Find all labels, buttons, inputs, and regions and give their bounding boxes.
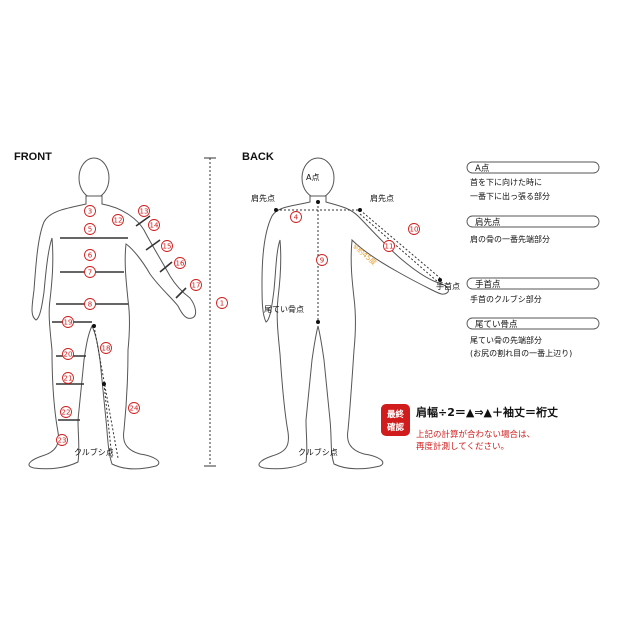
svg-text:22: 22 bbox=[62, 409, 71, 417]
svg-text:9: 9 bbox=[320, 257, 324, 265]
marker-6: 6 bbox=[84, 249, 96, 261]
svg-text:16: 16 bbox=[176, 260, 185, 268]
marker-19: 19 bbox=[62, 316, 74, 328]
formula-note-2: 再度計測してください。 bbox=[416, 441, 509, 452]
front-band-elbow bbox=[145, 239, 161, 251]
legend-a-point-box bbox=[466, 161, 600, 174]
marker-15: 15 bbox=[161, 240, 173, 252]
legend: A点 首を下に向けた時に 一番下に出っ張る部分 肩先点 肩の骨の一番先端部分 手… bbox=[466, 161, 600, 358]
svg-text:11: 11 bbox=[385, 243, 394, 251]
back-wrist-dot bbox=[438, 278, 442, 282]
marker-11: 11 bbox=[383, 240, 395, 252]
back-tailbone-dot bbox=[316, 320, 320, 324]
marker-12: 12 bbox=[112, 214, 124, 226]
marker-23: 23 bbox=[56, 434, 68, 446]
marker-22: 22 bbox=[60, 406, 72, 418]
marker-21: 21 bbox=[62, 372, 74, 384]
final-check-badge bbox=[381, 404, 410, 436]
front-body-outline bbox=[28, 195, 197, 470]
front-ankle-label: クルブシ点 bbox=[74, 447, 114, 457]
back-shoulder-left-dot bbox=[274, 208, 278, 212]
legend-tailbone-box bbox=[466, 317, 600, 330]
legend-wrist-box bbox=[466, 277, 600, 290]
marker-17: 17 bbox=[190, 279, 202, 291]
front-number-markers: 1 3 5 6 7 8 12 13 14 15 16 17 18 19 20 2… bbox=[56, 205, 228, 446]
back-shoulder-right-dot bbox=[358, 208, 362, 212]
svg-text:19: 19 bbox=[64, 319, 73, 327]
marker-13: 13 bbox=[138, 205, 150, 217]
tailbone-label: 尾てい骨点 bbox=[264, 305, 304, 314]
front-crotch-point bbox=[92, 324, 96, 328]
front-knee-point bbox=[102, 382, 106, 386]
front-band-wrist bbox=[175, 287, 187, 299]
marker-14: 14 bbox=[148, 219, 160, 231]
svg-text:17: 17 bbox=[192, 282, 201, 290]
svg-text:24: 24 bbox=[130, 405, 139, 413]
svg-text:18: 18 bbox=[102, 345, 111, 353]
svg-text:4: 4 bbox=[294, 214, 299, 222]
marker-5: 5 bbox=[84, 223, 96, 235]
marker-7: 7 bbox=[84, 266, 96, 278]
marker-16: 16 bbox=[174, 257, 186, 269]
svg-text:23: 23 bbox=[58, 437, 67, 445]
legend-tailbone-title: 尾てい骨点 bbox=[475, 320, 518, 330]
svg-text:14: 14 bbox=[150, 222, 159, 230]
marker-10: 10 bbox=[408, 223, 420, 235]
front-band-forearm bbox=[159, 261, 173, 273]
back-sleeve-line-a bbox=[359, 209, 441, 279]
formula-expression: 肩幅÷2＝▲⇒▲＋袖丈＝裄丈 bbox=[416, 405, 558, 419]
legend-a-point-title: A点 bbox=[475, 164, 490, 174]
legend-tailbone-desc-2: (お尻の割れ目の一番上辺り) bbox=[470, 348, 572, 358]
svg-text:12: 12 bbox=[114, 217, 123, 225]
svg-text:5: 5 bbox=[88, 226, 92, 234]
shoulder-right-label: 肩先点 bbox=[370, 193, 394, 203]
badge-line-1: 最終 bbox=[387, 409, 405, 420]
svg-text:15: 15 bbox=[163, 243, 172, 251]
legend-wrist-desc-1: 手首のクルブシ部分 bbox=[470, 294, 542, 304]
front-inseam-line-b bbox=[103, 383, 113, 459]
svg-text:7: 7 bbox=[88, 269, 92, 277]
legend-shoulder-desc-1: 肩の骨の一番先端部分 bbox=[470, 234, 550, 244]
wrist-label: 手首点 bbox=[436, 281, 460, 291]
back-number-markers: 4 9 10 11 bbox=[290, 211, 420, 266]
front-title: FRONT bbox=[14, 151, 52, 163]
badge-line-2: 確認 bbox=[386, 422, 405, 433]
legend-wrist-title: 手首点 bbox=[475, 279, 501, 290]
svg-text:8: 8 bbox=[88, 301, 92, 309]
marker-4: 4 bbox=[290, 211, 302, 223]
svg-text:20: 20 bbox=[64, 351, 73, 359]
marker-3: 3 bbox=[84, 205, 96, 217]
svg-text:6: 6 bbox=[88, 252, 93, 260]
marker-24: 24 bbox=[128, 402, 140, 414]
svg-text:10: 10 bbox=[410, 226, 419, 234]
marker-18: 18 bbox=[100, 342, 112, 354]
back-ankle-label: クルブシ点 bbox=[298, 447, 338, 457]
svg-text:1: 1 bbox=[220, 300, 224, 308]
back-a-point-dot bbox=[316, 200, 320, 204]
marker-20: 20 bbox=[62, 348, 74, 360]
legend-shoulder-title: 肩先点 bbox=[475, 217, 501, 228]
legend-a-point-desc-2: 一番下に出っ張る部分 bbox=[470, 191, 550, 201]
legend-shoulder-box bbox=[466, 215, 600, 228]
marker-9: 9 bbox=[316, 254, 328, 266]
legend-a-point-desc-1: 首を下に向けた時に bbox=[470, 177, 542, 187]
back-title: BACK bbox=[242, 151, 274, 163]
front-head bbox=[78, 157, 110, 199]
formula-note-1: 上記の計算が合わない場合は、 bbox=[416, 429, 535, 440]
svg-text:13: 13 bbox=[140, 208, 149, 216]
a-point-label: A点 bbox=[306, 173, 319, 182]
shoulder-left-label: 肩先点 bbox=[251, 193, 275, 203]
legend-tailbone-desc-1: 尾てい骨の先端部分 bbox=[470, 335, 542, 345]
front-figure: クルブシ点 bbox=[28, 157, 216, 470]
back-body-outline bbox=[258, 195, 449, 470]
marker-8: 8 bbox=[84, 298, 96, 310]
back-sleeve-line-b bbox=[359, 213, 439, 283]
svg-text:3: 3 bbox=[88, 208, 92, 216]
svg-text:21: 21 bbox=[64, 375, 73, 383]
marker-1: 1 bbox=[216, 297, 228, 309]
back-figure: A点 肩先点 肩先点 手首点 尾てい骨点 クルブシ点 ※約45度 bbox=[251, 157, 460, 470]
front-band-upperarm bbox=[135, 215, 151, 227]
final-check: 最終 確認 肩幅÷2＝▲⇒▲＋袖丈＝裄丈 上記の計算が合わない場合は、 再度計測… bbox=[381, 404, 558, 452]
